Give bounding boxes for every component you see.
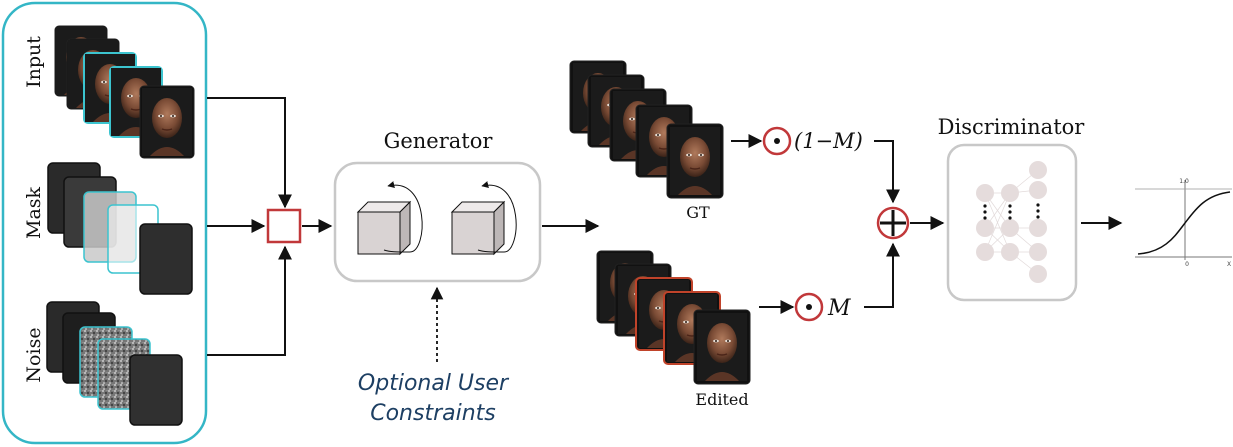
edited-frame-stack	[596, 250, 751, 385]
network-node	[1029, 265, 1047, 283]
sigmoid-plot: 1.0 0 X	[1135, 178, 1232, 268]
edited-multiply-operator	[794, 292, 824, 322]
input-arrow	[207, 97, 292, 209]
network-node	[1001, 184, 1019, 202]
network-node	[1001, 219, 1019, 237]
generator-block	[450, 181, 517, 256]
input-frame	[139, 85, 195, 159]
edited-frame	[693, 309, 751, 385]
network-node	[1029, 243, 1047, 261]
sigmoid-x-label: X	[1227, 261, 1231, 268]
generator-label: Generator	[384, 129, 494, 153]
optional-constraints-label-line2: Constraints	[370, 401, 496, 426]
optional-constraints-label-line1: Optional User	[358, 371, 510, 396]
edited-label: Edited	[695, 390, 748, 409]
mask-frame	[139, 223, 193, 295]
gt-multiply-operator	[762, 126, 792, 156]
sigmoid-y-tick: 1.0	[1179, 178, 1189, 185]
sum-operator	[876, 206, 910, 240]
network-node	[1029, 181, 1047, 199]
network-node	[976, 219, 994, 237]
gt-to-sum-arrow	[874, 140, 900, 204]
input-panel	[1, 1, 208, 445]
discriminator-label: Discriminator	[938, 115, 1086, 139]
input-label: Input	[23, 36, 45, 88]
generator-block	[356, 181, 423, 256]
edited-to-sum-arrow	[864, 242, 900, 308]
noise-frame	[129, 354, 183, 426]
mask-frame-stack	[47, 162, 193, 295]
network-node	[1029, 219, 1047, 237]
discriminator-nodes	[976, 161, 1047, 283]
gt-frame-stack	[569, 60, 724, 199]
sigmoid-x-origin: 0	[1185, 261, 1189, 268]
network-node	[1001, 243, 1019, 261]
concat-operator	[266, 208, 302, 244]
one-minus-m-label: (1−M)	[794, 129, 863, 153]
noise-arrow	[207, 245, 292, 356]
network-node	[976, 243, 994, 261]
noise-label: Noise	[23, 327, 45, 382]
noise-frame-stack	[46, 301, 183, 426]
sigmoid-curve	[1137, 191, 1231, 255]
m-label: M	[827, 296, 851, 321]
input-frame-stack	[54, 25, 195, 159]
network-node	[1029, 161, 1047, 179]
gt-frame	[666, 123, 724, 199]
mask-label: Mask	[23, 186, 45, 239]
network-node	[976, 184, 994, 202]
gt-label: GT	[686, 203, 710, 222]
ellipsis-dots	[983, 203, 1040, 220]
